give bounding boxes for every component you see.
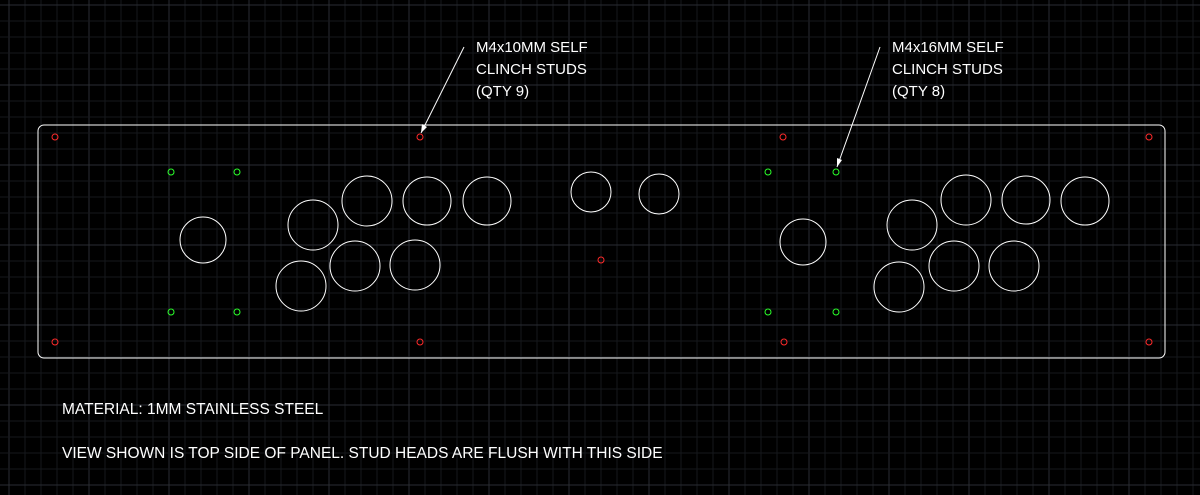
stud-hole-m4x10 [51,338,59,346]
stud-hole-m4x16 [233,308,241,316]
button-holes [179,171,1110,313]
button-hole [275,260,327,312]
stud-hole-m4x16 [167,168,175,176]
callout-m4x10-line-1: M4x10MM SELF [476,39,588,56]
stud-hole-m4x10 [51,133,59,141]
button-hole [329,240,381,292]
button-hole [402,176,452,226]
button-hole [928,240,980,292]
button-hole [873,261,925,313]
stud-hole-m4x16 [764,308,772,316]
button-hole [779,218,827,266]
button-hole [1001,175,1051,225]
leader-m4x10 [420,46,465,134]
callout-m4x10-line-2: CLINCH STUDS [476,61,587,78]
panel-outline [37,124,1166,359]
callout-m4x10-line-3: (QTY 9) [476,83,529,100]
button-hole [940,174,992,226]
callout-m4x16-line-2: CLINCH STUDS [892,61,1003,78]
stud-hole-m4x10 [597,256,605,264]
leader-m4x16 [836,46,881,168]
stud-hole-m4x10 [779,133,787,141]
button-hole [638,173,680,215]
button-hole [570,171,612,213]
button-hole [1060,176,1110,226]
stud-hole-m4x16 [167,308,175,316]
callout-m4x10: M4x10MM SELF CLINCH STUDS (QTY 9) [476,39,592,100]
stud-hole-m4x16 [764,168,772,176]
stud-hole-m4x16 [233,168,241,176]
callout-m4x16-line-1: M4x16MM SELF [892,39,1004,56]
stud-hole-m4x10 [416,338,424,346]
button-hole [341,175,393,227]
stud-hole-m4x10 [780,338,788,346]
button-hole [886,199,938,251]
callout-m4x16-line-3: (QTY 8) [892,83,945,100]
button-hole [287,199,339,251]
stud-hole-m4x10 [1145,338,1153,346]
stud-hole-m4x10 [416,133,424,141]
view-note: VIEW SHOWN IS TOP SIDE OF PANEL. STUD HE… [62,445,663,462]
button-hole [462,176,512,226]
stud-hole-m4x16 [832,168,840,176]
stud-hole-m4x16 [832,308,840,316]
button-hole [988,240,1040,292]
button-hole [389,239,441,291]
button-hole [179,216,227,264]
stud-hole-m4x10 [1145,133,1153,141]
material-note: MATERIAL: 1MM STAINLESS STEEL [62,401,324,418]
stud-holes [51,133,1153,346]
callout-m4x16: M4x16MM SELF CLINCH STUDS (QTY 8) [892,39,1008,100]
